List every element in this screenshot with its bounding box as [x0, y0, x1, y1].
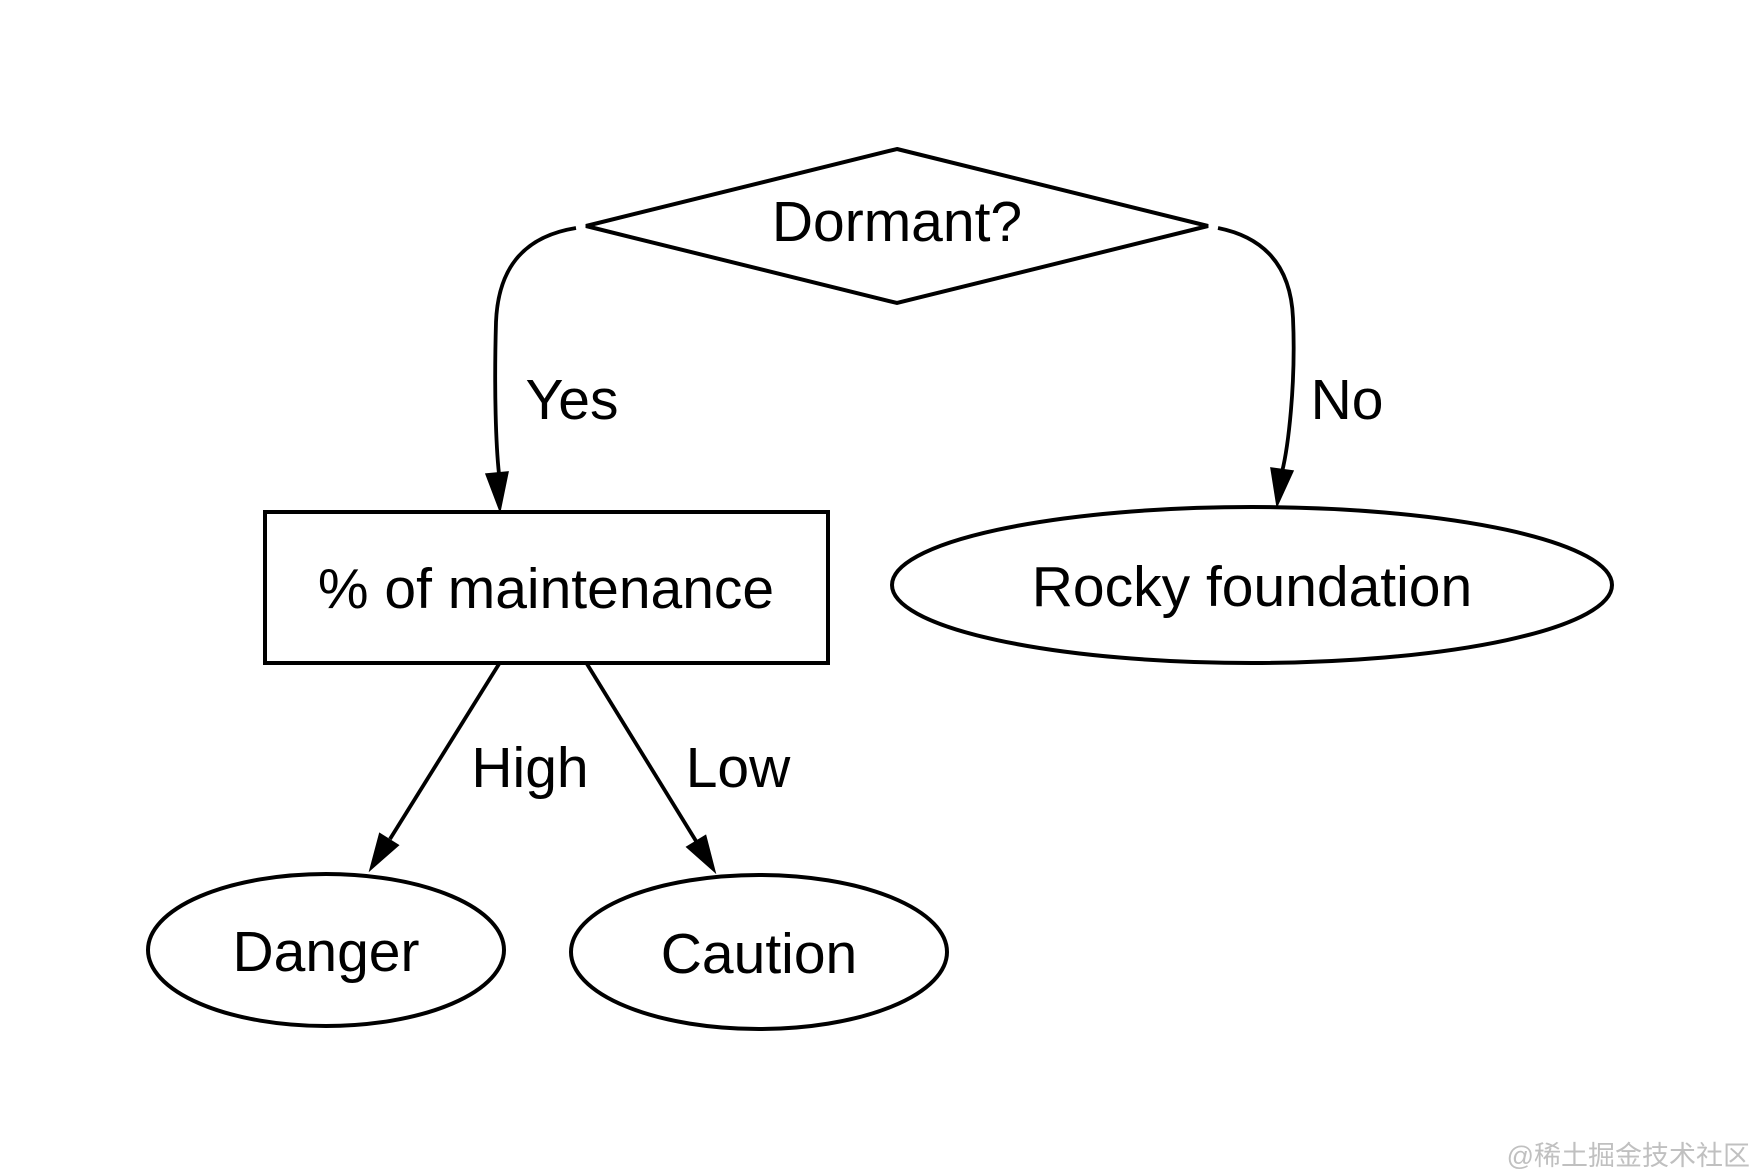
high-edge-label: High — [471, 736, 588, 800]
no-edge-line — [1217, 226, 1296, 473]
yes-edge-line — [493, 226, 577, 475]
no-edge-arrowhead-icon — [1270, 467, 1295, 509]
watermark-text: @稀土掘金技术社区 — [1507, 1141, 1750, 1171]
high-edge-line — [388, 662, 501, 841]
no-edge-label: No — [1311, 368, 1384, 432]
low-edge-label: Low — [686, 736, 791, 800]
danger-label: Danger — [233, 920, 420, 984]
low-edge-line — [585, 663, 698, 842]
caution-ellipse — [569, 873, 949, 1031]
rocky-foundation-label: Rocky foundation — [1032, 555, 1472, 619]
dormant-decision-diamond — [585, 146, 1209, 306]
danger-ellipse — [146, 872, 506, 1028]
yes-edge-arrowhead-icon — [484, 471, 509, 514]
yes-edge-label: Yes — [526, 368, 619, 432]
caution-label: Caution — [661, 922, 857, 986]
high-edge-arrowhead-icon — [368, 832, 400, 873]
low-edge-arrowhead-icon — [685, 834, 717, 875]
dormant-decision-label: Dormant? — [772, 190, 1022, 254]
maintenance-process-rect — [263, 510, 830, 665]
maintenance-process-label: % of maintenance — [318, 557, 774, 621]
rocky-foundation-ellipse — [890, 505, 1614, 665]
